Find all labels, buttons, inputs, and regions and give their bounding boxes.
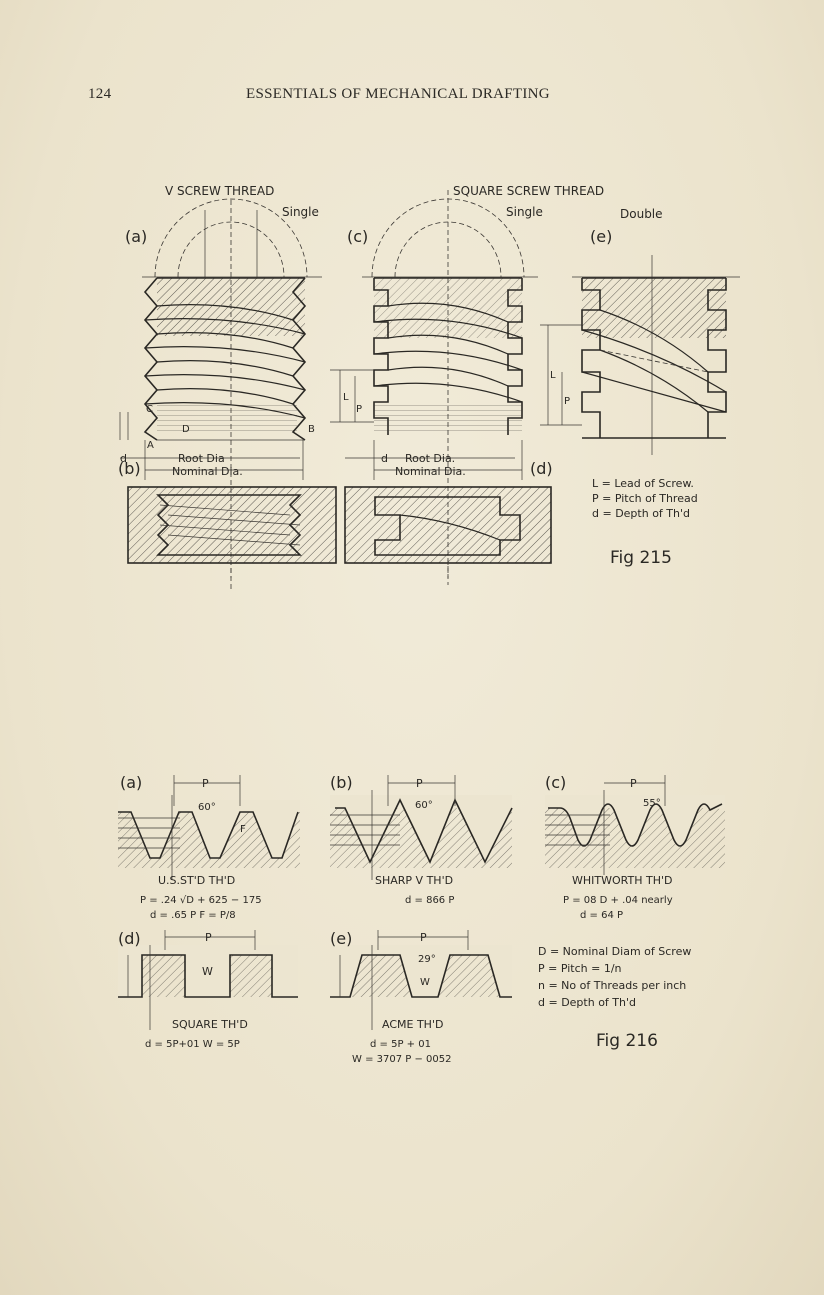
dim-p-e: P bbox=[564, 396, 570, 407]
fig216-legend-2: P = Pitch = 1/n bbox=[538, 962, 622, 975]
dim-l-c: L bbox=[343, 392, 349, 403]
fig216-a-name: U.S.ST'D TH'D bbox=[158, 874, 235, 887]
sharp-v-thread-profile bbox=[330, 775, 513, 880]
fig216-c-name: WHITWORTH TH'D bbox=[572, 874, 672, 887]
fig215-single-1: Single bbox=[282, 205, 319, 219]
fig215-double: Double bbox=[620, 207, 663, 221]
dim-p-c: P bbox=[356, 404, 362, 415]
square-thread-nut-section bbox=[344, 486, 552, 578]
fig216-legend-1: D = Nominal Diam of Screw bbox=[538, 945, 691, 958]
v-thread-screw bbox=[143, 277, 307, 441]
fig216-c-angle: 55° bbox=[643, 798, 661, 809]
fig215-caption: Fig 215 bbox=[610, 548, 672, 568]
fig216-b-name: SHARP V TH'D bbox=[375, 874, 453, 887]
point-b: B bbox=[308, 424, 315, 435]
square-thread-screw bbox=[330, 277, 523, 435]
fig216-a-formula1: P = .24 √D + 625 − 175 bbox=[140, 895, 262, 906]
fig216-e-formula1: d = 5P + 01 bbox=[370, 1039, 431, 1050]
fig215-legend-1: L = Lead of Screw. bbox=[592, 477, 694, 490]
fig215-label-a: (a) bbox=[125, 227, 147, 246]
running-header: 124 ESSENTIALS OF MECHANICAL DRAFTING bbox=[88, 86, 648, 108]
root-dia-label-2: Root Dia. bbox=[405, 452, 455, 465]
dimension-lines-a bbox=[119, 412, 304, 480]
fig215-label-b: (b) bbox=[118, 459, 141, 478]
fig216-label-b: (b) bbox=[330, 773, 353, 792]
point-c: C bbox=[146, 404, 153, 415]
fig216-b-formula1: d = 866 P bbox=[405, 895, 454, 906]
fig216-a-f: F bbox=[240, 824, 246, 835]
fig216-b-angle: 60° bbox=[415, 800, 433, 811]
nominal-dia-label-1: Nominal Dia. bbox=[172, 465, 243, 478]
acme-thread-profile bbox=[330, 930, 512, 1030]
fig216-c-p: P bbox=[630, 777, 637, 790]
fig216-e-p: P bbox=[420, 931, 427, 944]
fig216-label-d: (d) bbox=[118, 929, 141, 948]
fig216-d-p: P bbox=[205, 931, 212, 944]
square-thread-profile bbox=[118, 930, 298, 1030]
fig216-d-w: W bbox=[202, 965, 213, 978]
fig216-d-name: SQUARE TH'D bbox=[172, 1018, 248, 1031]
us-std-thread-profile bbox=[118, 775, 300, 880]
depth-label-2: d bbox=[381, 452, 388, 465]
fig216-e-w: W bbox=[420, 977, 430, 988]
whitworth-thread-profile bbox=[545, 775, 725, 875]
fig215-title-square: SQUARE SCREW THREAD bbox=[453, 184, 604, 198]
root-dia-label-1: Root Dia bbox=[178, 452, 225, 465]
fig216-legend-4: d = Depth of Th'd bbox=[538, 996, 636, 1009]
fig216-c-formula2: d = 64 P bbox=[580, 910, 623, 921]
depth-label-1: d bbox=[120, 452, 127, 465]
dimension-lines-c bbox=[345, 440, 523, 480]
fig216-d-formula1: d = 5P+01 W = 5P bbox=[145, 1039, 240, 1050]
double-square-thread bbox=[540, 255, 740, 455]
fig215-title-v: V SCREW THREAD bbox=[165, 184, 274, 198]
dim-l-e: L bbox=[550, 370, 556, 381]
fig216-e-formula2: W = 3707 P − 0052 bbox=[352, 1054, 451, 1065]
fig216-a-p: P bbox=[202, 777, 209, 790]
fig216-label-c: (c) bbox=[545, 773, 566, 792]
v-thread-nut-section bbox=[127, 486, 337, 578]
running-title: ESSENTIALS OF MECHANICAL DRAFTING bbox=[246, 86, 550, 102]
fig215-label-e: (e) bbox=[590, 227, 612, 246]
fig216-caption: Fig 216 bbox=[596, 1031, 658, 1051]
fig216-b-p: P bbox=[416, 777, 423, 790]
page-number: 124 bbox=[88, 86, 112, 102]
fig216-legend-3: n = No of Threads per inch bbox=[538, 979, 686, 992]
point-d: D bbox=[182, 424, 190, 435]
fig215-legend-3: d = Depth of Th'd bbox=[592, 507, 690, 520]
fig216-e-angle: 29° bbox=[418, 954, 436, 965]
fig215-label-c: (c) bbox=[347, 227, 368, 246]
fig216-label-e: (e) bbox=[330, 929, 352, 948]
nominal-dia-label-2: Nominal Dia. bbox=[395, 465, 466, 478]
fig216-label-a: (a) bbox=[120, 773, 142, 792]
fig216-c-formula1: P = 08 D + .04 nearly bbox=[563, 895, 673, 906]
point-a: A bbox=[147, 440, 154, 451]
fig215-legend-2: P = Pitch of Thread bbox=[592, 492, 698, 505]
fig216-a-formula2: d = .65 P F = P/8 bbox=[150, 910, 236, 921]
fig216-e-name: ACME TH'D bbox=[382, 1018, 443, 1031]
fig215-label-d: (d) bbox=[530, 459, 553, 478]
fig215-single-2: Single bbox=[506, 205, 543, 219]
fig216-a-angle: 60° bbox=[198, 802, 216, 813]
